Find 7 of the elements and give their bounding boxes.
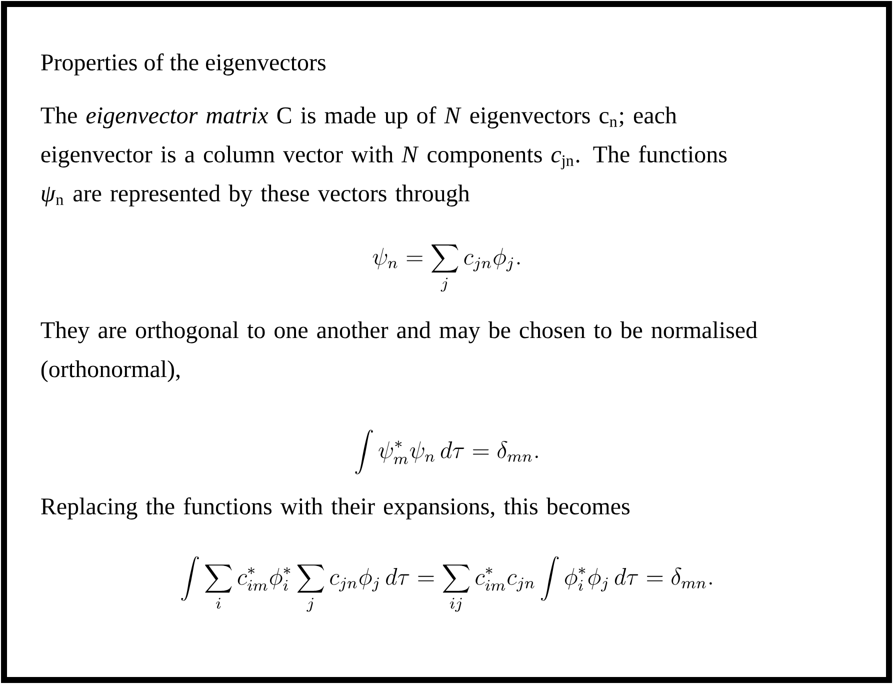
heading: Properties of the eigenvectors [41, 53, 326, 76]
paragraph: Replacing the functions with their expansions, this becomes [41, 497, 630, 520]
paragraph: The eigenvector matrix C is made up of N eigenvectors c$_{n}$; each eigenvector is a column vector with N components c$_{jn}$. The functions ψ$_{n}$ are represented by these vectors through [40, 106, 727, 206]
paragraph: They are orthogonal to one another and may be chosen to be normalised (orthonormal), [40, 321, 758, 382]
equation: $\int \sum_i c_{im}^* \phi_i^* \sum_j c_{jn}\phi_j \, d\tau = \sum_{ij} c_{im}^* c_{jn} \int \phi_i^* \phi_j \, d\tau = \delta_{mn} .$ [181, 556, 712, 612]
equation: $\psi_n = \sum_j c_{jn}\phi_j .$ [372, 244, 520, 292]
equation: $\int \psi_m^* \psi_n \, d\tau = \delta_{mn} .$ [355, 430, 538, 474]
